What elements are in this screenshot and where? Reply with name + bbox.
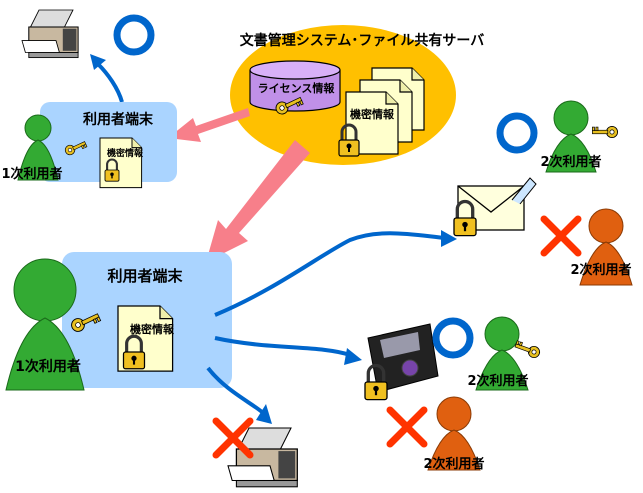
mail-allowed-key-icon — [591, 125, 619, 139]
terminal-large-title: 利用者端末 — [107, 267, 183, 285]
primary-user-large — [5, 258, 85, 391]
printer-icon — [21, 9, 79, 59]
database-cylinder-icon — [249, 60, 341, 112]
server-document-label: 機密情報 — [350, 107, 395, 121]
transfer-arrow-large — [206, 140, 310, 262]
printer-flow-arrowhead — [90, 54, 106, 70]
denied-mark-mail — [544, 219, 578, 253]
license-label: ライセンス情報 — [258, 81, 336, 95]
media-flow-arrow — [214, 336, 351, 357]
media-allowed-user-label: 2次利用者 — [467, 373, 528, 389]
printer-flow-arrow — [96, 62, 124, 103]
terminal-small-document-label: 機密情報 — [107, 147, 144, 159]
secondary-user-media-denied — [427, 396, 481, 471]
printer2-flow-arrowhead — [256, 404, 272, 424]
media-allowed-key-icon — [513, 339, 542, 360]
floppy-disk-icon — [367, 323, 439, 393]
terminal-small-title: 利用者端末 — [83, 111, 154, 128]
mail-flow-arrowhead — [441, 230, 457, 247]
secondary-user-mail-allowed — [545, 100, 597, 173]
mail-denied-user-label: 2次利用者 — [570, 262, 631, 278]
mail-allowed-user-label: 2次利用者 — [540, 154, 601, 170]
terminal-large-document-label: 機密情報 — [130, 322, 175, 336]
terminal-small-user-label: 1次利用者 — [1, 166, 62, 182]
server-title: 文書管理システム･ファイル共有サーバ — [240, 32, 484, 49]
printer2-flow-arrow — [206, 366, 264, 414]
secondary-user-mail-denied — [579, 208, 633, 286]
allowed-mark-printer — [113, 14, 155, 56]
media-flow-arrowhead — [344, 348, 362, 365]
transfer-arrow-small — [168, 108, 250, 142]
denied-mark-media — [390, 410, 424, 444]
mail-flow-arrow — [214, 231, 446, 317]
allowed-mark-mail — [496, 112, 538, 154]
terminal-large-user-label: 1次利用者 — [15, 358, 81, 375]
secondary-user-media-allowed — [475, 316, 529, 391]
media-denied-user-label: 2次利用者 — [423, 456, 484, 472]
primary-user-small — [17, 114, 59, 181]
allowed-mark-media — [432, 317, 474, 359]
